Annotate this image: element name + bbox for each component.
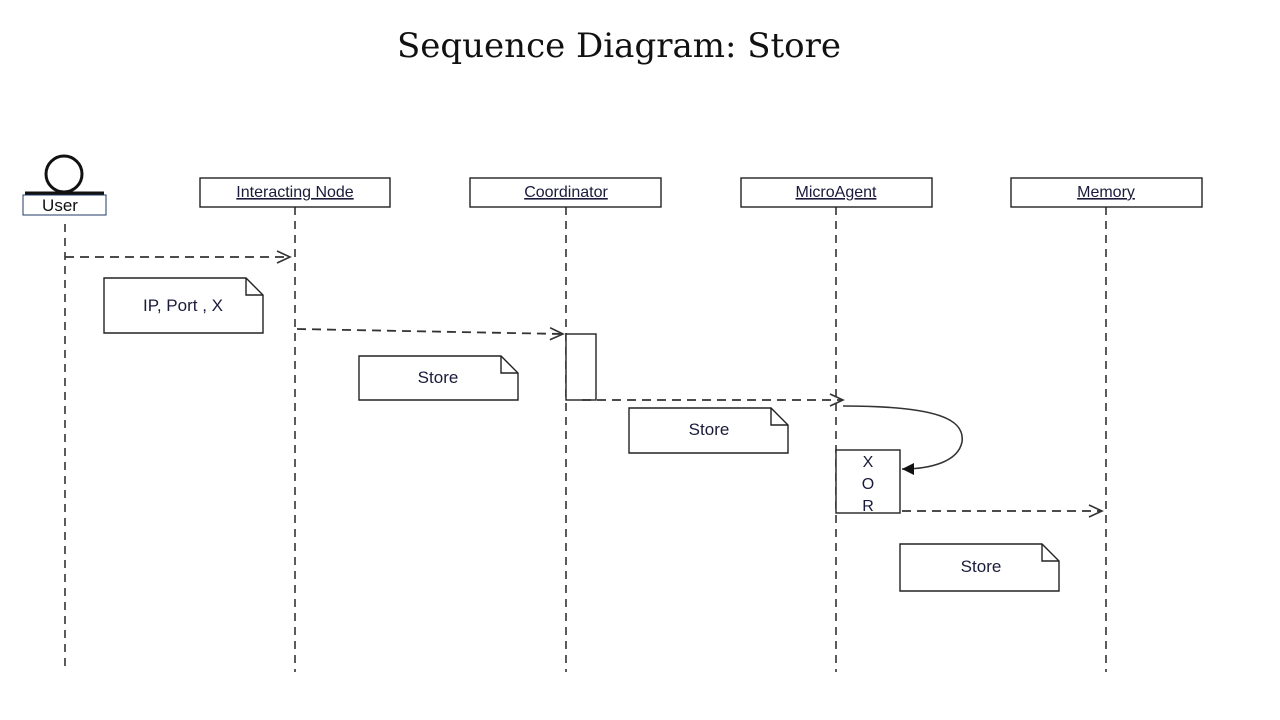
xor-letter-x: X <box>863 454 874 471</box>
note-store-3-text: Store <box>961 557 1002 576</box>
lifeline-label-microagent: MicroAgent <box>796 184 877 201</box>
actor-head-icon <box>44 154 84 194</box>
note-store-2: Store <box>628 407 789 454</box>
lifeline-label-coordinator: Coordinator <box>524 184 608 201</box>
page-title: Sequence Diagram: Store <box>396 26 842 66</box>
lifeline-head-interacting-node: Interacting Node <box>199 177 391 208</box>
lifelines <box>64 207 1107 672</box>
lifeline-head-coordinator: Coordinator <box>469 177 662 208</box>
message-interacting-node-to-coordinator <box>296 327 565 341</box>
xor-letter-r: R <box>862 498 874 515</box>
note-store-1: Store <box>358 355 519 401</box>
note-store-1-text: Store <box>418 368 459 387</box>
note-store-3: Store <box>899 543 1060 592</box>
note-ip-port: IP, Port , X <box>103 277 264 334</box>
actor-label: User <box>42 196 78 215</box>
lifeline-label-interacting-node: Interacting Node <box>236 184 354 201</box>
lifeline-head-memory: Memory <box>1010 177 1203 208</box>
xor-letter-o: O <box>862 476 874 493</box>
activation-coordinator <box>565 333 597 401</box>
note-store-2-text: Store <box>689 420 730 439</box>
actor-user: User <box>22 154 107 216</box>
lifeline-label-memory: Memory <box>1077 184 1135 201</box>
note-ip-port-text: IP, Port , X <box>143 296 223 315</box>
actor-label-box <box>22 194 107 216</box>
messages <box>65 250 1104 518</box>
self-message-microagent <box>842 405 963 475</box>
lifeline-head-microagent: MicroAgent <box>740 177 933 208</box>
activation-xor: X O R <box>835 449 901 515</box>
